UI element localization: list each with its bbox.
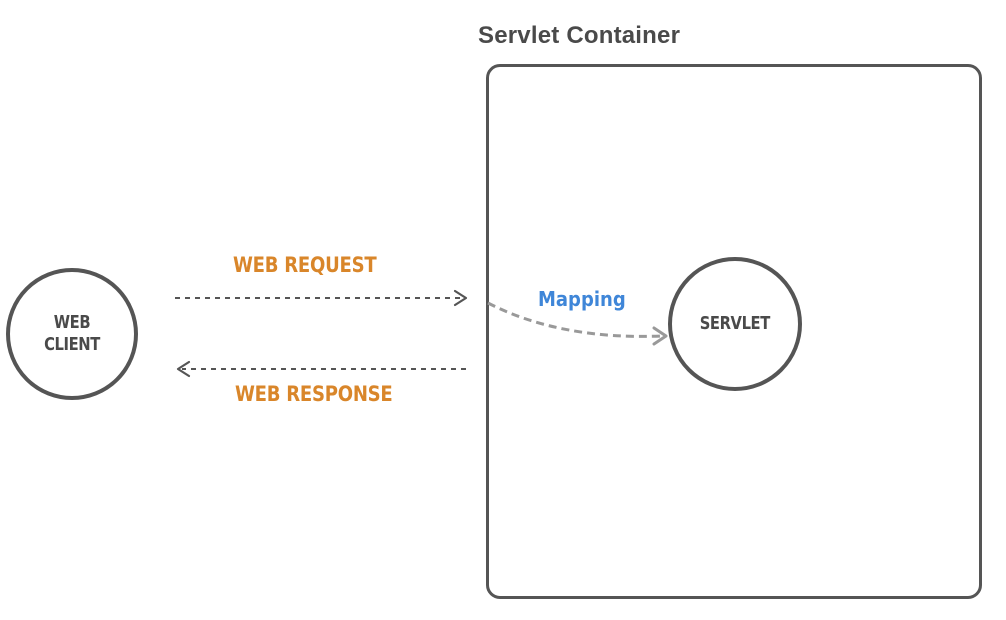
web-client-node: WEB CLIENT: [6, 268, 138, 400]
mapping-arrow: [487, 301, 668, 346]
web-request-arrow: [175, 289, 468, 307]
web-client-label-line1: WEB: [53, 312, 91, 333]
servlet-container-title: Servlet Container: [478, 22, 681, 49]
web-response-arrow: [176, 360, 466, 378]
servlet-label: SERVLET: [699, 313, 771, 334]
web-response-label: WEB RESPONSE: [235, 382, 393, 406]
servlet-container-box: [486, 64, 982, 599]
web-client-label: WEB CLIENT: [44, 312, 100, 356]
web-request-label: WEB REQUEST: [233, 253, 377, 277]
mapping-label: Mapping: [538, 287, 626, 311]
servlet-node: SERVLET: [668, 257, 802, 391]
web-client-label-line2: CLIENT: [44, 334, 100, 355]
